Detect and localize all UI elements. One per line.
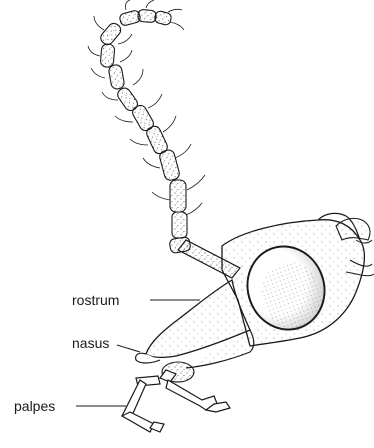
antenna — [98, 9, 191, 253]
nasus-label: nasus — [72, 335, 109, 351]
rostrum-label: rostrum — [72, 292, 119, 308]
nasus-leader — [117, 345, 140, 352]
neck-appendage — [336, 218, 370, 240]
palpes-label: palpes — [14, 398, 55, 414]
